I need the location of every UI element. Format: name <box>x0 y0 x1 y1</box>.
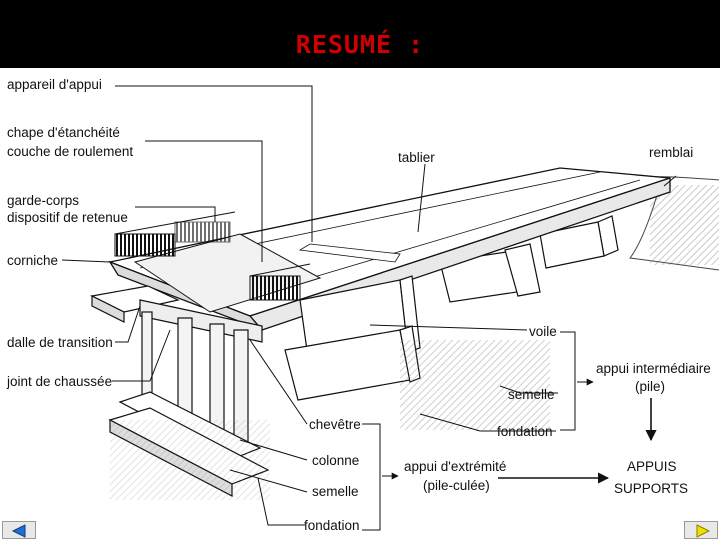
label-joint-chaussee: joint de chaussée <box>6 374 112 389</box>
label-remblai: remblai <box>649 145 693 160</box>
label-appui-extremite: appui d'extrémité <box>404 459 506 474</box>
abutment <box>90 285 270 500</box>
label-pile-culee: (pile-culée) <box>423 478 490 493</box>
slide-title: RESUMÉ : <box>295 30 425 59</box>
remblai-terrain <box>629 176 720 271</box>
label-fondation-culee: fondation <box>304 518 360 533</box>
label-semelle-pile: semelle <box>508 387 555 402</box>
label-chevetre: chevêtre <box>309 417 361 432</box>
guardrails <box>114 211 311 301</box>
prev-arrow-icon <box>11 524 26 538</box>
leader-lines <box>61 85 677 531</box>
label-dalle-transition: dalle de transition <box>7 335 113 350</box>
intermediate-pier <box>284 275 550 430</box>
label-garde-corps: garde-corps <box>7 193 79 208</box>
label-corniche: corniche <box>7 253 58 268</box>
label-pile: (pile) <box>635 379 665 394</box>
label-semelle-culee: semelle <box>312 484 359 499</box>
far-pier <box>439 215 619 303</box>
label-fondation-pile: fondation <box>497 424 553 439</box>
bridge-diagram: appareil d'appui chape d'étanchéité couc… <box>6 77 720 533</box>
title-bar <box>0 0 720 68</box>
label-colonne: colonne <box>312 453 359 468</box>
label-voile: voile <box>529 324 557 339</box>
label-appui-intermediaire: appui intermédiaire <box>596 361 711 376</box>
label-appuis: APPUIS <box>627 459 677 474</box>
label-supports: SUPPORTS <box>614 481 688 496</box>
next-slide-button[interactable] <box>684 521 718 539</box>
label-dispositif-retenue: dispositif de retenue <box>7 210 128 225</box>
label-chape: chape d'étanchéité <box>7 125 120 140</box>
prev-slide-button[interactable] <box>2 521 36 539</box>
label-tablier: tablier <box>398 150 435 165</box>
next-arrow-icon <box>696 524 711 538</box>
label-appareil-appui: appareil d'appui <box>7 77 102 92</box>
label-couche-roulement: couche de roulement <box>7 144 133 159</box>
